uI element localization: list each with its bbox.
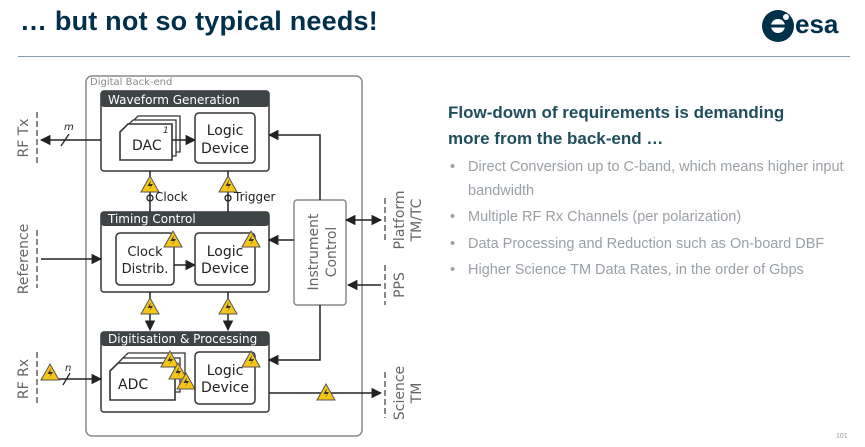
bullet-icon: • xyxy=(450,235,456,252)
platform-label: Platform xyxy=(392,190,408,249)
timing-logic-device xyxy=(194,232,256,286)
list-item: •Direct Conversion up to C-band, which m… xyxy=(448,156,858,203)
timing-logic-line1: Logic xyxy=(207,244,244,260)
dac-component xyxy=(119,123,173,161)
requirements-list: •Direct Conversion up to C-band, which m… xyxy=(448,156,858,283)
adc-label: ADC xyxy=(118,377,148,393)
clock-distrib-component xyxy=(115,232,175,286)
page-number: 101 xyxy=(836,433,848,440)
dac-count-label: 1 xyxy=(163,126,169,136)
science-label: Science xyxy=(392,366,408,420)
clock-distrib-line1: Clock xyxy=(127,245,163,260)
back-end-diagram: Digital Back-end Waveform Generation DAC… xyxy=(16,75,425,437)
platform-tmtc-label: TM/TC xyxy=(409,198,425,242)
rf-rx-label: RF Rx xyxy=(16,359,32,399)
bullet-icon: • xyxy=(450,262,456,278)
heading-line2: more from the back-end … xyxy=(448,129,664,148)
waveform-logic-line1: Logic xyxy=(207,123,244,139)
heading-line1: Flow-down of requirements is demanding xyxy=(448,103,785,122)
waveform-logic-line2: Device xyxy=(201,141,249,157)
science-tm-label: TM xyxy=(409,383,425,405)
logo-text: esa xyxy=(795,9,839,39)
digital-back-end-label: Digital Back-end xyxy=(90,77,172,88)
dac-label: DAC xyxy=(132,138,162,154)
trigger-signal-label: Trigger xyxy=(233,190,275,204)
waveform-generation-label: Waveform Generation xyxy=(108,93,240,107)
requirements-panel: Flow-down of requirements is demanding m… xyxy=(448,100,858,286)
digitisation-logic-device xyxy=(194,351,256,405)
instrument-label: Instrument xyxy=(306,213,322,291)
clock-signal-label: Clock xyxy=(155,190,188,204)
list-item: •Multiple RF Rx Channels (per polarizati… xyxy=(448,206,858,230)
digitisation-processing-label: Digitisation & Processing xyxy=(108,332,257,346)
esa-logo-icon xyxy=(762,10,794,42)
list-item: •Higher Science TM Data Rates, in the or… xyxy=(448,259,858,283)
control-label: Control xyxy=(324,227,340,278)
timing-control-label: Timing Control xyxy=(107,212,196,226)
digital-back-end-box xyxy=(85,75,363,437)
pps-label: PPS xyxy=(392,272,408,298)
clock-distrib-line2: Distrib. xyxy=(122,262,169,277)
rf-rx-count: n xyxy=(65,363,71,374)
bullet-icon: • xyxy=(450,159,456,175)
dig-logic-line1: Logic xyxy=(207,363,244,379)
timing-logic-line2: Device xyxy=(201,261,249,277)
slide-title: … but not so typical needs! xyxy=(20,6,378,36)
rf-tx-count: m xyxy=(64,122,74,133)
list-item: •Data Processing and Reduction such as O… xyxy=(448,233,858,257)
reference-label: Reference xyxy=(16,224,32,295)
dig-logic-line2: Device xyxy=(201,380,249,396)
bullet-icon: • xyxy=(450,209,456,225)
rf-tx-label: RF Tx xyxy=(16,118,32,157)
requirements-heading: Flow-down of requirements is demanding m… xyxy=(448,100,858,152)
title-divider xyxy=(18,56,850,57)
